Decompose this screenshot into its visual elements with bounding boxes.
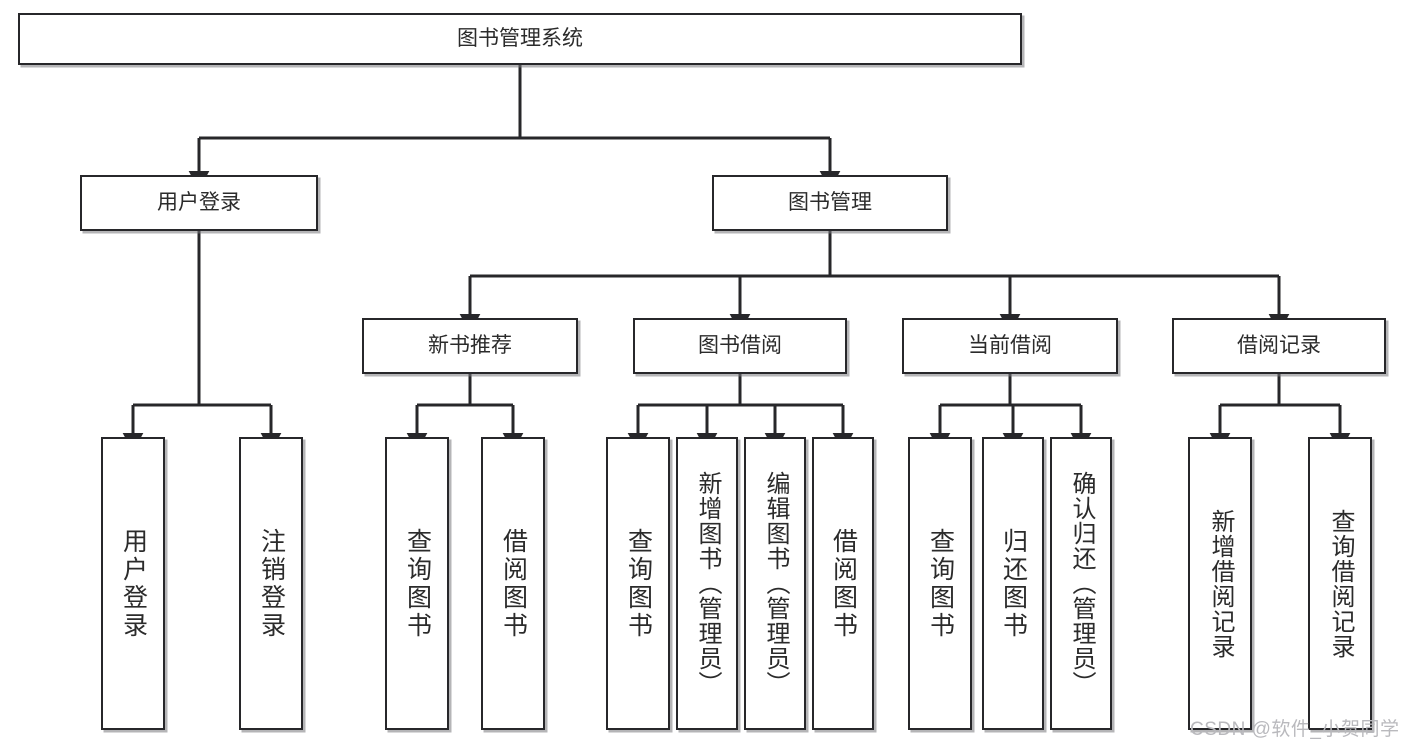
node-label: 用户登录: [119, 527, 148, 640]
node-borrow[interactable]: 图书借阅: [633, 318, 847, 374]
node-label: 借阅图书: [499, 527, 528, 640]
node-label: 查询图书: [926, 527, 955, 640]
node-label: 查询图书: [624, 527, 653, 640]
node-leaf-bor-3[interactable]: 编辑图书（管理员）: [744, 437, 806, 730]
node-label: 注销登录: [257, 527, 286, 640]
node-bookmgmt[interactable]: 图书管理: [712, 175, 948, 231]
node-leaf-login-2[interactable]: 注销登录: [239, 437, 303, 730]
node-leaf-cur-3[interactable]: 确认归还（管理员）: [1050, 437, 1112, 730]
node-root[interactable]: 图书管理系统: [18, 13, 1022, 65]
node-leaf-rec-1[interactable]: 新增借阅记录: [1188, 437, 1252, 730]
node-label: 确认归还（管理员）: [1068, 471, 1095, 696]
node-current[interactable]: 当前借阅: [902, 318, 1118, 374]
node-label: 编辑图书（管理员）: [762, 471, 789, 696]
node-label: 借阅图书: [829, 527, 858, 640]
node-leaf-new-1[interactable]: 查询图书: [385, 437, 449, 730]
node-label: 借阅记录: [1237, 334, 1321, 358]
node-leaf-bor-1[interactable]: 查询图书: [606, 437, 670, 730]
node-label: 新书推荐: [428, 334, 512, 358]
node-label: 当前借阅: [968, 334, 1052, 358]
node-records[interactable]: 借阅记录: [1172, 318, 1386, 374]
node-leaf-new-2[interactable]: 借阅图书: [481, 437, 545, 730]
node-label: 归还图书: [999, 527, 1028, 640]
node-leaf-rec-2[interactable]: 查询借阅记录: [1308, 437, 1372, 730]
node-label: 查询图书: [403, 527, 432, 640]
node-leaf-cur-2[interactable]: 归还图书: [982, 437, 1044, 730]
node-label: 图书管理: [788, 191, 872, 215]
node-label: 查询借阅记录: [1327, 508, 1354, 659]
node-leaf-bor-2[interactable]: 新增图书（管理员）: [676, 437, 738, 730]
node-label: 图书借阅: [698, 334, 782, 358]
node-login[interactable]: 用户登录: [80, 175, 318, 231]
node-label: 图书管理系统: [457, 27, 583, 51]
node-label: 新增借阅记录: [1207, 508, 1234, 659]
node-leaf-bor-4[interactable]: 借阅图书: [812, 437, 874, 730]
node-label: 用户登录: [157, 191, 241, 215]
node-label: 新增图书（管理员）: [694, 471, 721, 696]
node-newbook[interactable]: 新书推荐: [362, 318, 578, 374]
node-leaf-login-1[interactable]: 用户登录: [101, 437, 165, 730]
node-leaf-cur-1[interactable]: 查询图书: [908, 437, 972, 730]
